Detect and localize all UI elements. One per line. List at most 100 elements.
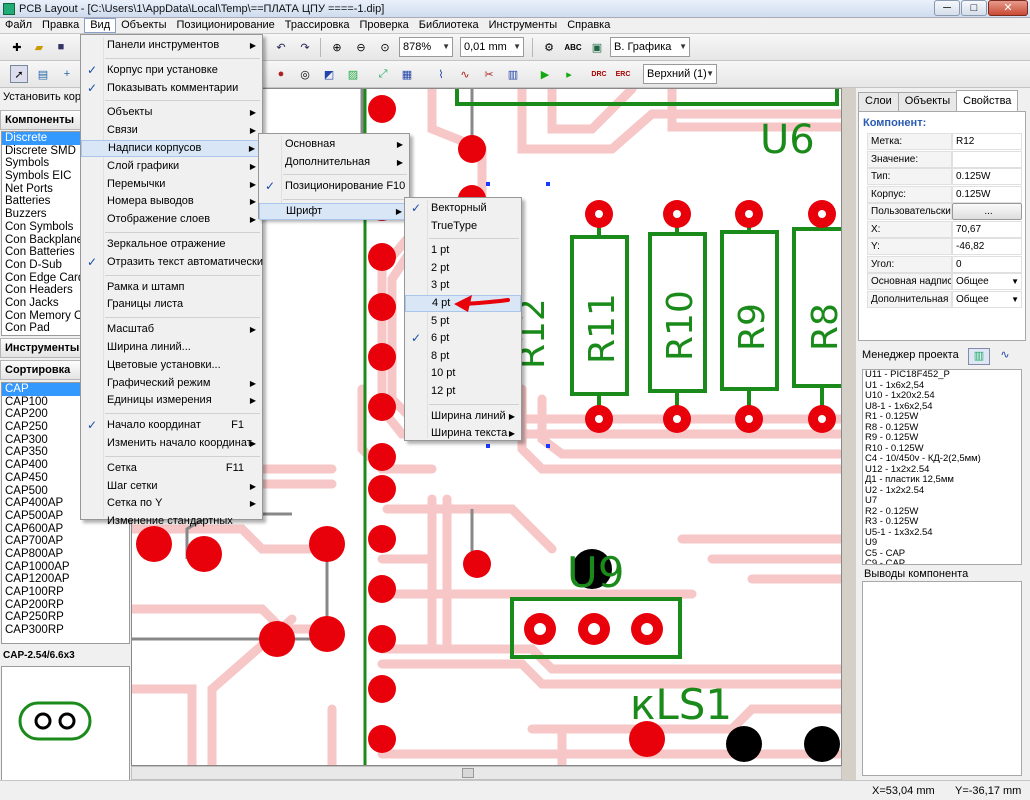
package-item[interactable]: CAP300RP bbox=[5, 624, 64, 637]
component-category-item[interactable]: Con Edge Card bbox=[5, 271, 85, 284]
package-item[interactable]: CAP1200AP bbox=[5, 573, 70, 586]
project-item[interactable]: U10 - 1x20x2.54 bbox=[865, 390, 935, 401]
menu-item[interactable]: TrueType bbox=[405, 218, 521, 235]
via-icon[interactable]: ◎ bbox=[300, 68, 310, 81]
menu-item[interactable]: 2 pt bbox=[405, 260, 521, 277]
chevron-down-icon[interactable]: ▼ bbox=[1011, 294, 1019, 304]
tab-0[interactable]: Слои bbox=[858, 92, 899, 111]
property-value[interactable]: 0.125W bbox=[952, 168, 1022, 185]
label-r8[interactable]: R8 bbox=[805, 303, 842, 351]
package-item[interactable]: CAP450 bbox=[5, 471, 48, 484]
grid-combo[interactable]: 0,01 mm▼ bbox=[460, 37, 524, 57]
label-r9[interactable]: R9 bbox=[732, 303, 773, 351]
menu-6[interactable]: Проверка bbox=[359, 19, 409, 31]
open-folder-icon[interactable]: ▰ bbox=[34, 41, 44, 54]
menu-item[interactable]: Изменение стандартных bbox=[81, 513, 262, 530]
component-category-item[interactable]: Con Pad bbox=[5, 322, 50, 335]
crosshair-icon[interactable]: + bbox=[63, 68, 71, 80]
component-category-item[interactable]: Discrete SMD bbox=[5, 144, 76, 157]
package-item[interactable]: CAP600AP bbox=[5, 522, 64, 535]
property-value[interactable]: 70,67 bbox=[952, 220, 1022, 238]
chevron-down-icon[interactable]: ▼ bbox=[1011, 277, 1019, 286]
project-item[interactable]: R1 - 0.125W bbox=[865, 411, 919, 422]
package-item[interactable]: CAP100 bbox=[5, 395, 48, 408]
place-component-icon[interactable]: ▤ bbox=[37, 68, 49, 81]
run-icon[interactable]: ▶ bbox=[540, 68, 550, 81]
menu-item[interactable]: 10 pt bbox=[405, 365, 521, 382]
component-category-item[interactable]: Net Ports bbox=[5, 182, 53, 195]
project-item[interactable]: U2 - 1x2x2.54 bbox=[865, 484, 925, 496]
zoom-in-icon[interactable]: ⊕ bbox=[332, 41, 342, 54]
menu-2[interactable]: Вид bbox=[84, 18, 117, 33]
settings-icon[interactable]: ⚙ bbox=[544, 41, 554, 54]
label-u6[interactable]: U6 bbox=[760, 117, 815, 163]
erc-icon[interactable]: ERC bbox=[615, 70, 631, 78]
component-category-item[interactable]: Con D-Sub bbox=[5, 258, 62, 271]
menu-item[interactable]: 12 pt bbox=[405, 383, 521, 400]
package-item[interactable]: CAP800AP bbox=[5, 547, 64, 560]
menu-item[interactable]: Панели инструментов▶ bbox=[81, 37, 262, 54]
menu-item[interactable]: Зеркальное отражение bbox=[81, 236, 262, 253]
menu-item[interactable]: Границы листа bbox=[81, 296, 262, 313]
menu-item[interactable]: Цветовые установки... bbox=[81, 357, 262, 374]
menu-7[interactable]: Библиотека bbox=[418, 19, 479, 31]
component-category-item[interactable]: Con Backplane bbox=[5, 233, 83, 246]
menu-5[interactable]: Трассировка bbox=[284, 19, 350, 31]
menu-item[interactable]: Надписи корпусов▶ bbox=[81, 140, 262, 157]
component-category-item[interactable]: Batteries bbox=[5, 195, 51, 208]
menu-item[interactable]: 5 pt bbox=[405, 313, 521, 330]
menu-item[interactable]: Шаг сетки▶ bbox=[81, 478, 262, 495]
project-item[interactable]: R3 - 0.125W bbox=[865, 516, 919, 527]
property-value[interactable]: Общее▼ bbox=[952, 273, 1022, 290]
package-item[interactable]: CAP400AP bbox=[5, 497, 64, 510]
close-button[interactable]: ✕ bbox=[988, 0, 1028, 16]
menu-item[interactable]: Дополнительная▶ bbox=[259, 154, 409, 171]
scroll-thumb[interactable] bbox=[462, 768, 474, 778]
label-r11[interactable]: R11 bbox=[582, 293, 623, 364]
image-icon[interactable]: ▣ bbox=[591, 41, 603, 54]
menu-item[interactable]: Слой графики▶ bbox=[81, 158, 262, 175]
polygon-icon[interactable]: ◩ bbox=[323, 68, 335, 81]
package-item[interactable]: CAP100RP bbox=[5, 586, 64, 598]
property-value[interactable]: -46,82 bbox=[952, 238, 1022, 255]
menu-item[interactable]: Перемычки▶ bbox=[81, 176, 262, 193]
layer-combo[interactable]: Верхний (1)▼ bbox=[643, 64, 717, 84]
tab-1[interactable]: Объекты bbox=[897, 92, 958, 111]
project-item[interactable]: R9 - 0.125W bbox=[865, 432, 919, 443]
menu-item[interactable]: 3 pt bbox=[405, 277, 521, 294]
property-value[interactable]: R12 bbox=[952, 133, 1022, 150]
net-view-icon[interactable]: ∿ bbox=[1000, 349, 1010, 361]
project-item[interactable]: Д1 - пластик 12,5мм bbox=[865, 474, 954, 485]
autoroute-icon[interactable]: ∿ bbox=[460, 68, 470, 81]
lock-icon[interactable]: ▥ bbox=[507, 68, 519, 81]
new-file-icon[interactable]: ✚ bbox=[12, 41, 22, 54]
package-item[interactable]: CAP200 bbox=[5, 408, 48, 421]
menu-item[interactable]: Рамка и штамп bbox=[81, 279, 262, 296]
component-view-icon[interactable]: ▥ bbox=[968, 348, 990, 365]
package-item[interactable]: CAP300 bbox=[5, 433, 48, 446]
component-category-item[interactable]: Symbols bbox=[5, 157, 50, 170]
project-item[interactable]: C5 - CAP bbox=[865, 547, 906, 559]
package-item[interactable]: CAP350 bbox=[5, 446, 48, 459]
minimize-button[interactable]: ─ bbox=[934, 0, 960, 16]
tab-2[interactable]: Свойства bbox=[956, 90, 1019, 111]
menu-item[interactable]: ✓Корпус при установке bbox=[81, 62, 262, 79]
property-value[interactable]: ... bbox=[952, 203, 1022, 220]
menu-item[interactable]: ✓Позиционирование F10 bbox=[259, 178, 409, 195]
property-value[interactable]: 0.125W bbox=[952, 185, 1022, 203]
select-arrow-icon[interactable]: ➚ bbox=[10, 65, 28, 83]
run-step-icon[interactable]: ▸ bbox=[566, 68, 572, 81]
horizontal-scrollbar[interactable] bbox=[131, 766, 842, 780]
menu-item[interactable]: Масштаб▶ bbox=[81, 321, 262, 338]
menu-item[interactable]: Единицы измерения▶ bbox=[81, 392, 262, 409]
project-item[interactable]: U7 bbox=[865, 495, 878, 506]
project-item[interactable]: R10 - 0.125W bbox=[865, 442, 924, 454]
menu-8[interactable]: Инструменты bbox=[488, 19, 558, 31]
zoom-out-icon[interactable]: ⊖ bbox=[356, 41, 366, 54]
menu-item[interactable]: Номера выводов▶ bbox=[81, 193, 262, 210]
project-item[interactable]: U8-1 - 1x6x2,54 bbox=[865, 400, 933, 412]
project-item[interactable]: C4 - 10/450v - КД-2(2,5мм) bbox=[865, 453, 981, 464]
menu-item[interactable]: Сетка по Y▶ bbox=[81, 495, 262, 512]
project-item[interactable]: U1 - 1x6x2,54 bbox=[865, 379, 925, 391]
package-item[interactable]: CAP700AP bbox=[5, 535, 64, 548]
